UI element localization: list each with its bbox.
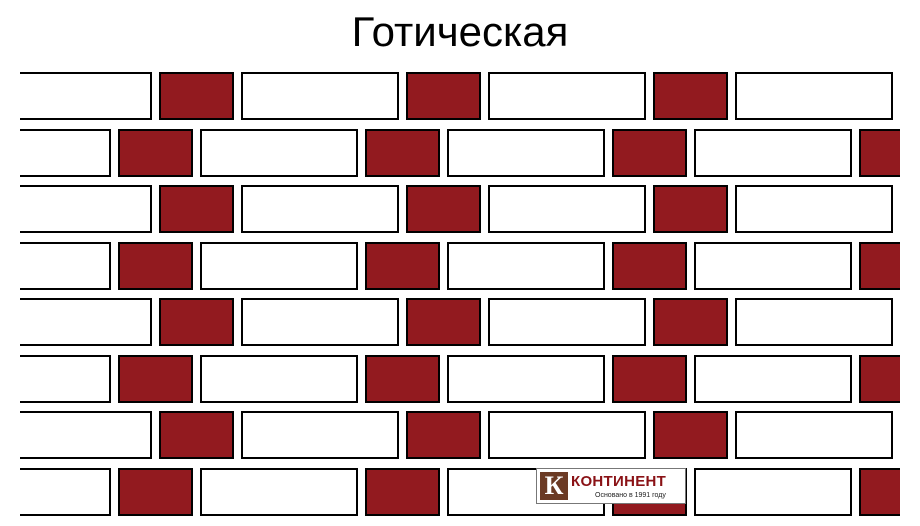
header-brick: [406, 411, 481, 459]
header-brick: [159, 185, 234, 233]
stretcher-brick: [488, 72, 646, 120]
header-brick: [653, 298, 728, 346]
header-brick: [612, 129, 687, 177]
stretcher-brick: [694, 129, 852, 177]
stretcher-brick: [241, 298, 399, 346]
header-brick: [365, 242, 440, 290]
header-brick: [612, 242, 687, 290]
stretcher-brick: [447, 242, 605, 290]
stretcher-brick: [488, 298, 646, 346]
stretcher-brick: [447, 129, 605, 177]
header-brick: [365, 355, 440, 403]
stretcher-brick: [241, 411, 399, 459]
stretcher-brick: [241, 72, 399, 120]
header-brick: [653, 411, 728, 459]
stretcher-brick: [694, 468, 852, 516]
header-brick: [406, 72, 481, 120]
stretcher-brick: [20, 355, 111, 403]
stretcher-brick: [20, 72, 152, 120]
header-brick: [859, 355, 900, 403]
stretcher-brick: [200, 129, 358, 177]
stretcher-brick: [20, 129, 111, 177]
header-brick: [118, 129, 193, 177]
header-brick: [118, 355, 193, 403]
page-title: Готическая: [351, 8, 569, 55]
header-brick: [653, 72, 728, 120]
header-brick: [406, 298, 481, 346]
stretcher-brick: [200, 468, 358, 516]
stretcher-brick: [735, 72, 893, 120]
stretcher-brick: [20, 411, 152, 459]
header-brick: [653, 185, 728, 233]
stretcher-brick: [694, 355, 852, 403]
logo-k-icon: К: [540, 472, 568, 500]
stretcher-brick: [20, 185, 152, 233]
header-brick: [159, 72, 234, 120]
stretcher-brick: [694, 242, 852, 290]
stretcher-brick: [20, 298, 152, 346]
header-brick: [859, 129, 900, 177]
header-brick: [859, 242, 900, 290]
header-brick: [859, 468, 900, 516]
stretcher-brick: [488, 411, 646, 459]
stretcher-brick: [488, 185, 646, 233]
header-brick: [612, 355, 687, 403]
logo-company-name: КОНТИНЕНТ: [571, 473, 667, 490]
logo-tagline: Основано в 1991 году: [595, 492, 666, 499]
header-brick: [118, 468, 193, 516]
stretcher-brick: [735, 298, 893, 346]
stretcher-brick: [20, 242, 111, 290]
stretcher-brick: [735, 411, 893, 459]
header-brick: [118, 242, 193, 290]
stretcher-brick: [735, 185, 893, 233]
header-brick: [159, 298, 234, 346]
stretcher-brick: [20, 468, 111, 516]
header-brick: [406, 185, 481, 233]
stretcher-brick: [200, 355, 358, 403]
header-brick: [159, 411, 234, 459]
stretcher-brick: [447, 355, 605, 403]
header-brick: [365, 468, 440, 516]
company-logo: К КОНТИНЕНТ Основано в 1991 году: [536, 468, 686, 504]
header-brick: [365, 129, 440, 177]
stretcher-brick: [241, 185, 399, 233]
stretcher-brick: [200, 242, 358, 290]
